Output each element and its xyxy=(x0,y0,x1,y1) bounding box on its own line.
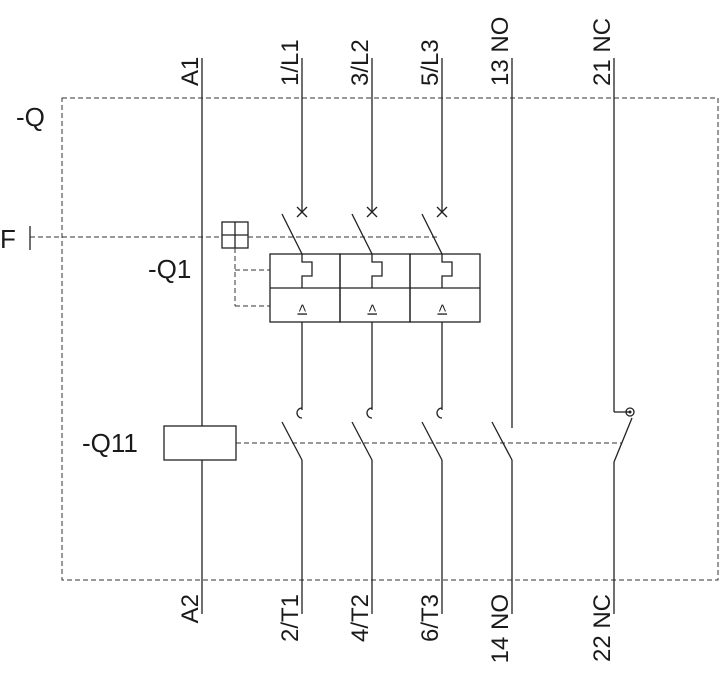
thermal-element-icon xyxy=(301,254,313,288)
label-q: -Q xyxy=(16,102,45,132)
magnetic-trip-symbol: I> xyxy=(294,304,310,316)
magnetic-trip-symbol: I> xyxy=(434,304,450,316)
main-pole-1 xyxy=(281,58,308,614)
thermal-element-icon xyxy=(371,254,383,288)
enclosure-q xyxy=(61,97,719,581)
relay-block-1: I> xyxy=(269,253,341,323)
label-f: F xyxy=(0,224,16,254)
aux-no-contact xyxy=(491,421,513,461)
bottom-terminal-label: 22 NC xyxy=(589,594,616,662)
magnetic-trip-symbol: I> xyxy=(364,304,380,316)
relay-block-2: I> xyxy=(339,253,411,323)
bottom-terminal-labels: A2 2/T1 4/T2 6/T3 14 NO 22 NC xyxy=(177,594,616,663)
contactor-contact xyxy=(351,421,373,461)
label-q11: -Q11 xyxy=(82,428,138,458)
arc-contact-hook xyxy=(436,407,443,419)
label-q1: -Q1 xyxy=(148,254,191,284)
top-terminal-labels: A1 1/L1 3/L2 5/L3 13 NO 21 NC xyxy=(177,17,616,86)
thermal-element-icon xyxy=(441,254,453,288)
relay-block-3: I> xyxy=(409,253,481,323)
top-terminal-label: 13 NO xyxy=(487,17,514,86)
overload-relay-q1: I> I> I> xyxy=(269,253,481,323)
coil-q11 xyxy=(163,425,237,461)
aux-nc-pivot xyxy=(625,407,635,417)
arc-contact-hook xyxy=(366,407,373,419)
bottom-terminal-label: 14 NO xyxy=(487,594,514,663)
breaker-contact xyxy=(351,213,373,255)
main-pole-3 xyxy=(421,58,448,614)
aux-nc-contact xyxy=(613,417,633,463)
bottom-terminal-label: A2 xyxy=(177,594,204,623)
top-terminal-label: 21 NC xyxy=(589,18,616,86)
contactor-contact xyxy=(421,421,443,461)
top-terminal-label: A1 xyxy=(177,57,204,86)
breaker-contact xyxy=(281,213,303,255)
main-poles xyxy=(281,58,448,614)
main-pole-2 xyxy=(351,58,378,614)
bottom-terminal-label: 2/T1 xyxy=(277,594,304,642)
top-terminal-label: 1/L1 xyxy=(277,39,304,86)
bottom-terminal-label: 4/T2 xyxy=(347,594,374,642)
arc-contact-hook xyxy=(296,407,303,419)
top-terminal-label: 5/L3 xyxy=(417,39,444,86)
contactor-contact xyxy=(281,421,303,461)
breaker-contact xyxy=(421,213,443,255)
bottom-terminal-label: 6/T3 xyxy=(417,594,444,642)
top-terminal-label: 3/L2 xyxy=(347,39,374,86)
